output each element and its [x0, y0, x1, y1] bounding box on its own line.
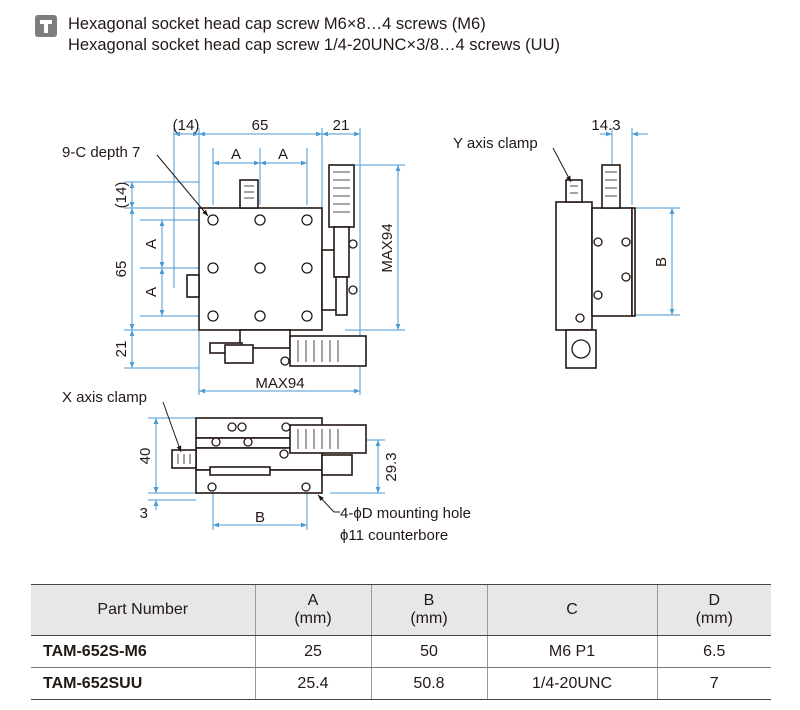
cell-a: 25.4 — [254, 667, 371, 700]
callout-y-axis-clamp: Y axis clamp — [453, 135, 538, 152]
label-a-top-2: A — [278, 146, 288, 163]
cell-d: 6.5 — [656, 635, 771, 668]
cell-c: 1/4-20UNC — [486, 667, 657, 700]
label-a-left-2: A — [143, 287, 160, 297]
dim-21-top: 21 — [333, 117, 350, 134]
header-d: D(mm) — [656, 584, 771, 636]
technical-drawing: (14) 65 21 A A 9-C depth 7 (14) 65 21 A … — [62, 117, 680, 544]
callout-counterbore: ϕ11 counterbore — [340, 527, 448, 544]
header-line-m6: Hexagonal socket head cap screw M6×8…4 s… — [68, 15, 486, 33]
dim-40: 40 — [137, 448, 154, 465]
header-part-number: Part Number — [31, 584, 255, 636]
header-a: A(mm) — [254, 584, 371, 636]
cell-d: 7 — [656, 667, 771, 700]
socket-head-screw-icon — [35, 15, 57, 37]
top-view: (14) 65 21 A A 9-C depth 7 (14) 65 21 A … — [62, 117, 405, 395]
callout-mounting-hole: 4-ϕD mounting hole — [340, 505, 471, 522]
callout-9c-depth: 9-C depth 7 — [62, 144, 140, 161]
label-b-front: B — [255, 509, 265, 526]
cell-a: 25 — [254, 635, 371, 668]
side-view: 14.3 B Y axis clamp — [453, 117, 680, 369]
header-line-uu: Hexagonal socket head cap screw 1/4-20UN… — [68, 36, 561, 54]
label-a-left-1: A — [143, 239, 160, 249]
label-a-top-1: A — [231, 146, 241, 163]
dim-max94-bottom: MAX94 — [255, 375, 304, 392]
dim-max94-right: MAX94 — [379, 223, 396, 272]
header: Hexagonal socket head cap screw M6×8…4 s… — [35, 14, 775, 58]
cell-b: 50 — [370, 635, 487, 668]
header-c: C — [486, 584, 657, 636]
table-header-row: Part Number A(mm) B(mm) C D(mm) — [31, 584, 771, 636]
dim-3: 3 — [140, 505, 148, 522]
dim-65-left: 65 — [113, 261, 130, 278]
dim-29-3: 29.3 — [383, 452, 400, 481]
dim-21-left: 21 — [113, 341, 130, 358]
table-row: TAM-652SUU 25.4 50.8 1/4-20UNC 7 — [31, 667, 771, 700]
cell-b: 50.8 — [370, 667, 487, 700]
table-row: TAM-652S-M6 25 50 M6 P1 6.5 — [31, 635, 771, 668]
dim-14-3: 14.3 — [591, 117, 620, 134]
label-b-side: B — [653, 257, 670, 267]
spec-table: Part Number A(mm) B(mm) C D(mm) TAM-652S… — [31, 584, 771, 700]
callout-x-axis-clamp: X axis clamp — [62, 389, 147, 406]
front-view: X axis clamp 40 3 29.3 B 4-ϕD mounting h… — [62, 389, 471, 544]
dim-65-top: 65 — [252, 117, 269, 134]
dim-14-top: (14) — [173, 117, 200, 134]
dim-14-left: (14) — [113, 182, 130, 209]
cell-part-number: TAM-652SUU — [31, 667, 255, 700]
header-b: B(mm) — [370, 584, 487, 636]
cell-c: M6 P1 — [486, 635, 657, 668]
cell-part-number: TAM-652S-M6 — [31, 635, 255, 668]
